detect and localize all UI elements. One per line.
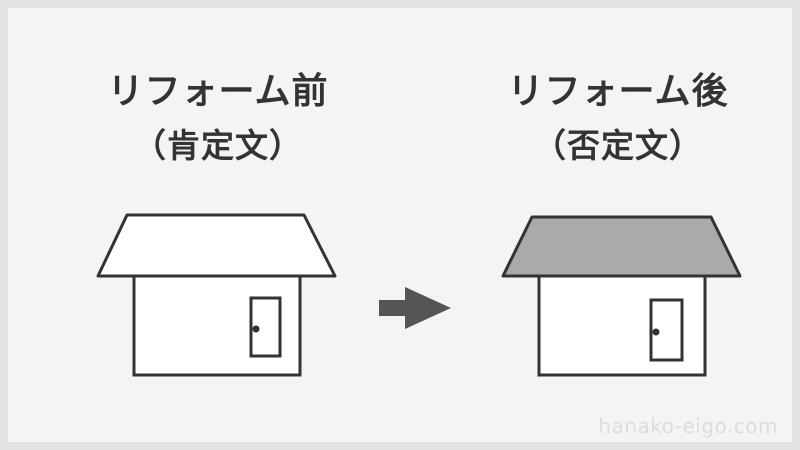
house-after-doorknob xyxy=(652,328,660,336)
arrow-icon xyxy=(379,287,451,329)
after-title: リフォーム後 xyxy=(507,71,729,112)
house-after-roof xyxy=(501,215,742,278)
house-before xyxy=(96,213,337,377)
watermark: hanako-eigo.com xyxy=(598,414,778,438)
house-before-doorknob xyxy=(252,325,260,333)
before-title: リフォーム前 xyxy=(107,71,329,112)
house-before-roof xyxy=(96,213,337,278)
house-after-door xyxy=(649,298,684,362)
after-subtitle: （否定文） xyxy=(533,126,703,165)
house-after xyxy=(501,215,742,377)
before-subtitle: （肯定文） xyxy=(133,126,303,165)
